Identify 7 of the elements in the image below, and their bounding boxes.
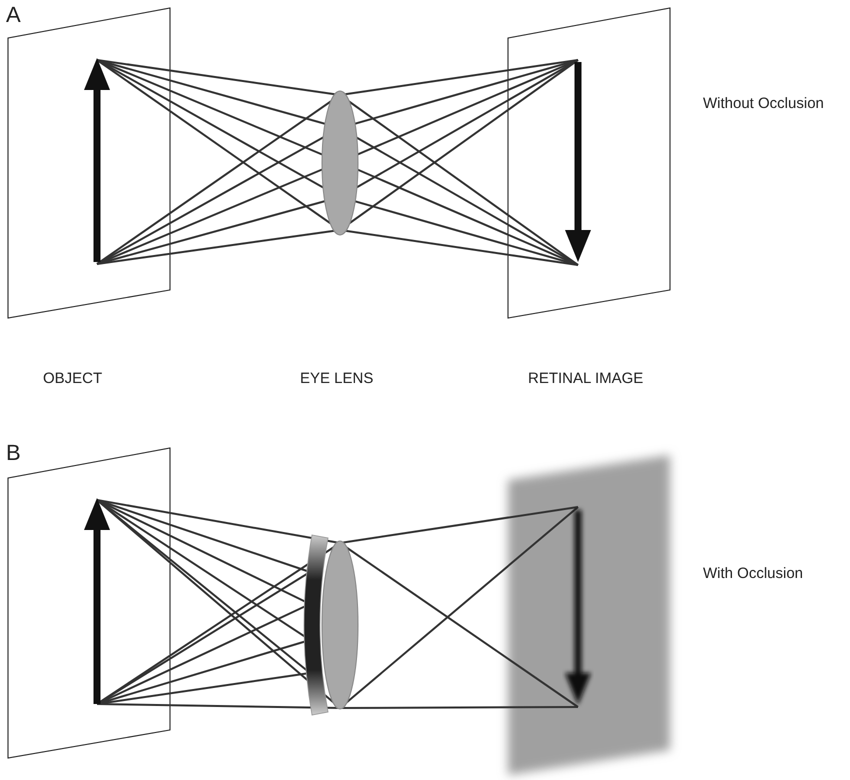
part-label: EYE LENS xyxy=(300,370,374,387)
panel-caption: With Occlusion xyxy=(703,565,804,582)
part-label: OBJECT xyxy=(43,370,102,387)
heading-letter: B xyxy=(6,440,21,466)
part-label: RETINAL IMAGE xyxy=(528,370,644,387)
heading-letter: A xyxy=(6,2,21,28)
panel-caption: Without Occlusion xyxy=(703,95,824,112)
